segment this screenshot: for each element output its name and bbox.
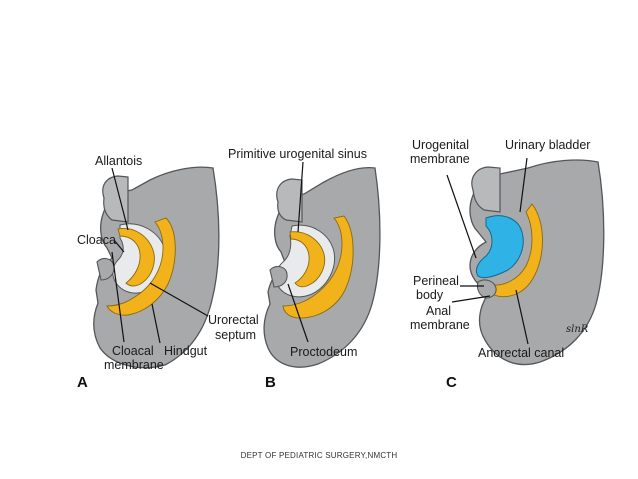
leader-cloaca bbox=[113, 239, 125, 253]
label-proctodeum: Proctodeum bbox=[290, 345, 357, 359]
label-perineal-body-1: Perineal bbox=[413, 274, 459, 288]
label-allantois: Allantois bbox=[95, 154, 142, 168]
label-urogenital-membrane-1: Urogenital bbox=[412, 138, 469, 152]
label-perineal-body-2: body bbox=[416, 288, 444, 302]
leader-anorectal-canal bbox=[515, 289, 529, 345]
panel-a-urorectal-septum-fold bbox=[117, 228, 155, 287]
label-hindgut: Hindgut bbox=[164, 344, 208, 358]
label-cloacal-membrane-1: Cloacal bbox=[112, 344, 154, 358]
panel-a-allantois-stalk bbox=[102, 175, 129, 223]
panel-b-urorectal-fold bbox=[289, 231, 326, 288]
leader-primitive-urogenital-sinus bbox=[297, 161, 304, 233]
panel-b: Primitive urogenital sinus Proctodeum B bbox=[228, 147, 381, 391]
leader-urogenital-membrane bbox=[446, 174, 477, 259]
label-cloaca: Cloaca bbox=[77, 233, 116, 247]
panel-a-hindgut bbox=[106, 217, 176, 316]
artist-signature: slnR bbox=[566, 324, 589, 335]
panel-letter-a: A bbox=[77, 374, 88, 391]
label-urorectal-septum-2: septum bbox=[215, 328, 256, 342]
leader-anal-membrane bbox=[451, 295, 491, 303]
label-anorectal-canal: Anorectal canal bbox=[478, 346, 564, 360]
panel-letter-b: B bbox=[265, 374, 276, 391]
label-urogenital-membrane-2: membrane bbox=[410, 152, 470, 166]
leader-urorectal-septum bbox=[149, 282, 209, 317]
panel-letter-c: C bbox=[446, 374, 457, 391]
label-primitive-urogenital-sinus: Primitive urogenital sinus bbox=[228, 147, 367, 161]
panel-c-urinary-bladder bbox=[475, 215, 524, 279]
panel-b-sinus-cavity bbox=[275, 224, 336, 298]
leader-allantois bbox=[111, 167, 129, 231]
panel-c-allantois-stalk bbox=[471, 166, 501, 213]
panel-c-perineal-body bbox=[476, 279, 497, 299]
label-anal-membrane-1: Anal bbox=[426, 304, 451, 318]
footer-credit: DEPT OF PEDIATRIC SURGERY,NMCTH bbox=[240, 451, 398, 460]
label-urinary-bladder: Urinary bladder bbox=[505, 138, 590, 152]
label-urorectal-septum-1: Urorectal bbox=[208, 313, 259, 327]
leader-urinary-bladder bbox=[519, 157, 528, 213]
leader-hindgut bbox=[151, 303, 161, 344]
leader-cloacal-membrane bbox=[111, 251, 125, 343]
label-anal-membrane-2: membrane bbox=[410, 318, 470, 332]
label-cloacal-membrane-2: membrane bbox=[104, 358, 164, 372]
leader-proctodeum bbox=[287, 283, 309, 343]
panel-b-allantois-stalk bbox=[276, 178, 303, 223]
panel-a: Allantois Cloaca Cloacal membrane Hindgu… bbox=[77, 154, 259, 391]
panel-b-tail-bud bbox=[269, 265, 288, 288]
panel-b-hindgut bbox=[282, 215, 354, 319]
panel-c: Urogenital membrane Urinary bladder Peri… bbox=[410, 138, 605, 391]
